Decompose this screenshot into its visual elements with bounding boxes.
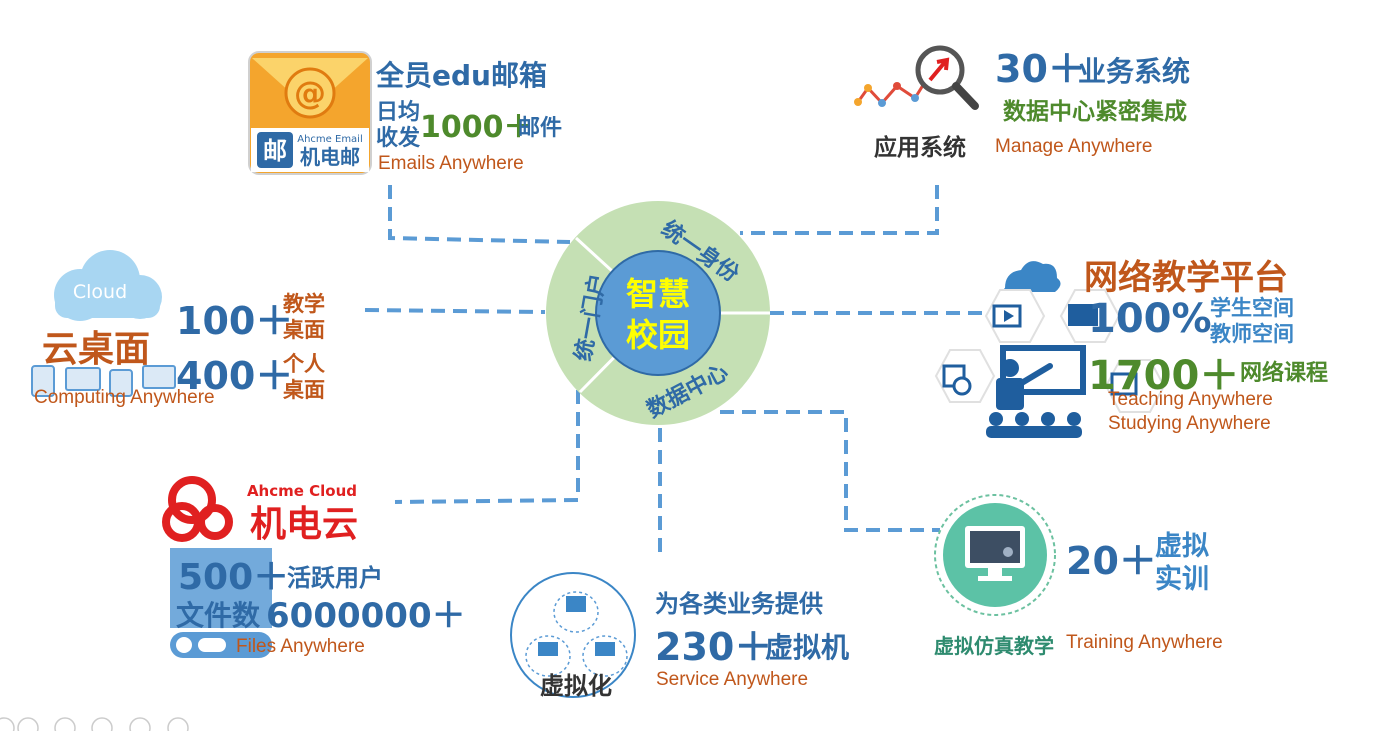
personal-desktop-line1: 个人 bbox=[283, 352, 325, 376]
teach-desktop-line1: 教学 bbox=[283, 292, 325, 316]
teach-desktop-count: 100＋ bbox=[176, 299, 294, 343]
devices-icon bbox=[31, 365, 176, 397]
at-sign-icon bbox=[284, 67, 336, 119]
personal-desktop-line2: 桌面 bbox=[283, 378, 325, 402]
email-logo-glyph: 邮 bbox=[263, 137, 287, 165]
core-line1: 智慧 bbox=[626, 275, 690, 313]
cloud-icon: Cloud bbox=[54, 250, 162, 321]
email-daily-line2: 收发 bbox=[376, 126, 421, 151]
virtualization-vm-count: 230＋ bbox=[655, 625, 773, 669]
apps-count-label: 业务系统 bbox=[1078, 55, 1191, 88]
cloud-desktop-title: 云桌面 bbox=[42, 329, 151, 370]
core-line2: 校园 bbox=[626, 316, 690, 354]
teaching-percent: 100% bbox=[1088, 296, 1212, 342]
cloud-storage-tagline: Files Anywhere bbox=[236, 636, 365, 657]
teacher-classroom-icon bbox=[934, 261, 1166, 438]
virtualization-desc: 为各类业务提供 bbox=[655, 590, 823, 618]
cloud-storage-users-label: 活跃用户 bbox=[287, 564, 383, 592]
teaching-space-line2: 教师空间 bbox=[1210, 322, 1294, 346]
simulation-tagline: Training Anywhere bbox=[1066, 632, 1223, 653]
email-count: 1000＋ bbox=[420, 110, 534, 145]
email-daily-line1: 日均 bbox=[376, 100, 421, 125]
simulation-count: 20＋ bbox=[1066, 539, 1157, 583]
connector-cloud-storage bbox=[394, 390, 580, 504]
apps-count: 30＋ bbox=[995, 47, 1086, 91]
virtualization-label: 虚拟化 bbox=[540, 672, 612, 700]
email-logo-name: 机电邮 bbox=[300, 145, 360, 169]
cloud-storage-brand: Ahcme Cloud bbox=[247, 482, 357, 500]
email-tagline: Emails Anywhere bbox=[378, 153, 524, 174]
teaching-courses: 1700＋ bbox=[1088, 353, 1240, 399]
inner-core bbox=[595, 250, 721, 376]
virtualization-vm-label: 虚拟机 bbox=[765, 631, 850, 664]
connector-email bbox=[388, 185, 571, 244]
connector-cloud-desktop bbox=[364, 308, 546, 314]
cloud-storage-panel bbox=[170, 548, 272, 628]
cloud-storage-files-count: 6000000＋ bbox=[266, 596, 466, 636]
virtualization-tagline: Service Anywhere bbox=[656, 669, 809, 690]
monitor-gear-icon bbox=[934, 494, 1056, 616]
apps-tagline: Manage Anywhere bbox=[995, 136, 1153, 157]
teaching-tagline2: Studying Anywhere bbox=[1108, 413, 1271, 434]
email-count-unit: 邮件 bbox=[518, 116, 563, 141]
simulation-label-line1: 虚拟 bbox=[1155, 531, 1209, 562]
email-logo: @ 邮 Ahcme Email 机电邮 bbox=[248, 51, 372, 175]
cloud-storage-files-label: 文件数 bbox=[176, 599, 261, 632]
simulation-title: 虚拟仿真教学 bbox=[934, 634, 1054, 658]
apps-label: 应用系统 bbox=[874, 135, 966, 161]
cloud-label: Cloud bbox=[73, 281, 127, 303]
svg-text:@: @ bbox=[294, 74, 326, 112]
email-title: 全员edu邮箱 bbox=[376, 59, 547, 92]
teaching-courses-label: 网络课程 bbox=[1240, 361, 1329, 386]
connector-lines bbox=[364, 185, 985, 560]
toggle-icon bbox=[170, 632, 272, 658]
teaching-title: 网络教学平台 bbox=[1084, 258, 1288, 298]
teaching-space-line1: 学生空间 bbox=[1210, 296, 1294, 320]
teach-desktop-line2: 桌面 bbox=[283, 318, 325, 342]
teaching-tagline1: Teaching Anywhere bbox=[1108, 389, 1273, 410]
server-network-icon: 虚拟化 bbox=[510, 572, 636, 700]
simulation-label-line2: 实训 bbox=[1155, 564, 1209, 595]
connector-simulation bbox=[720, 410, 940, 532]
cloud-storage-users: 500＋ bbox=[178, 557, 290, 598]
cloud-storage-logo: Ahcme Cloud 机电云 bbox=[162, 476, 358, 545]
slide-toolbar bbox=[0, 717, 189, 731]
cloud-storage-name: 机电云 bbox=[250, 504, 358, 545]
connector-apps bbox=[740, 185, 939, 235]
cloud-desktop-tagline: Computing Anywhere bbox=[34, 387, 215, 408]
center-hub: 智慧 校园 统一身份 统一门户 数据中心 bbox=[546, 201, 770, 425]
email-logo-brand: Ahcme Email bbox=[297, 134, 363, 145]
apps-subtitle: 数据中心紧密集成 bbox=[1003, 99, 1187, 125]
magnifier-chart-icon bbox=[854, 45, 979, 110]
personal-desktop-count: 400＋ bbox=[176, 354, 294, 398]
